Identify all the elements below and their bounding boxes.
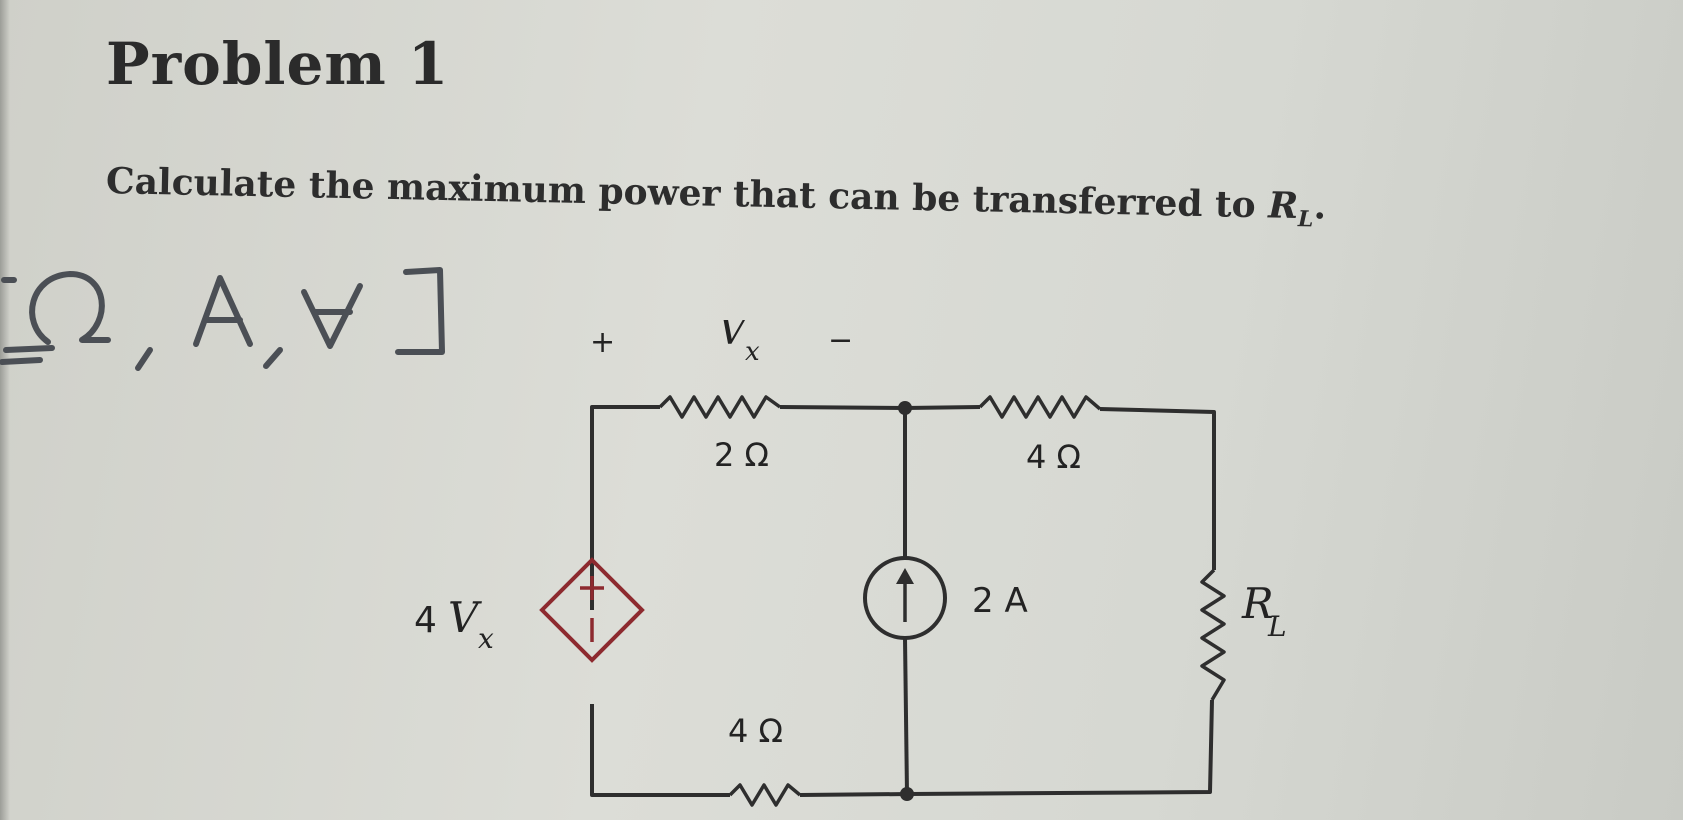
problem-statement: Calculate the maximum power that can be … [106, 160, 1327, 233]
resistor-4ohm-bottom-label: 4 Ω [728, 712, 783, 750]
resistor-2ohm-label: 2 Ω [714, 436, 769, 474]
handwritten-units-note [0, 267, 445, 371]
page-edge-shadow [0, 0, 10, 820]
resistor-4ohm-top-label: 4 Ω [1026, 438, 1081, 476]
statement-symbol: R [1267, 184, 1299, 227]
wire-bottom-middle [799, 699, 1214, 797]
wire-middle-branch-bottom [903, 637, 909, 795]
dependent-source-coefficient: 4 [414, 600, 437, 641]
wire-left-bottom [590, 704, 730, 797]
wire-top-right [904, 405, 1216, 570]
hw-comma-2 [263, 347, 283, 369]
hw-ohm [29, 271, 111, 345]
hw-close-bracket [395, 267, 445, 355]
vx-subscript: x [745, 337, 760, 367]
resistor-4ohm-top-symbol [978, 395, 1102, 419]
circuit-diagram: + V x − 2 Ω 4 Ω 4 Ω 4 V x 2 A R L [414, 320, 1287, 807]
wire-left-top [590, 405, 660, 610]
resistor-2ohm-symbol [658, 395, 782, 419]
problem-title: Problem 1 [106, 30, 450, 98]
load-resistor-symbol [1200, 568, 1226, 701]
vx-minus-sign: − [828, 323, 853, 358]
dependent-source-symbol: V [448, 593, 482, 642]
resistor-4ohm-bottom-symbol [728, 783, 802, 807]
vx-symbol: V [718, 320, 751, 354]
junction-top [898, 401, 912, 415]
hw-letter-v [301, 283, 363, 349]
current-source [863, 556, 947, 640]
hw-comma-1 [135, 347, 153, 371]
dependent-source-subscript: x [478, 622, 494, 655]
current-source-label: 2 A [972, 581, 1028, 621]
junction-bottom [900, 787, 914, 801]
vx-plus-sign: + [590, 325, 615, 360]
load-resistor-symbol-label: R [1241, 579, 1274, 628]
statement-symbol-subscript: L [1297, 206, 1314, 233]
hw-underline [0, 357, 43, 365]
dependent-voltage-source [539, 557, 645, 663]
statement-period: . [1313, 185, 1327, 228]
statement-text: Calculate the maximum power that can be … [105, 160, 1269, 227]
hw-letter-a [193, 275, 253, 347]
hw-open-bracket [1, 277, 55, 353]
wire-top-middle [779, 405, 906, 410]
load-resistor-subscript: L [1267, 610, 1287, 643]
